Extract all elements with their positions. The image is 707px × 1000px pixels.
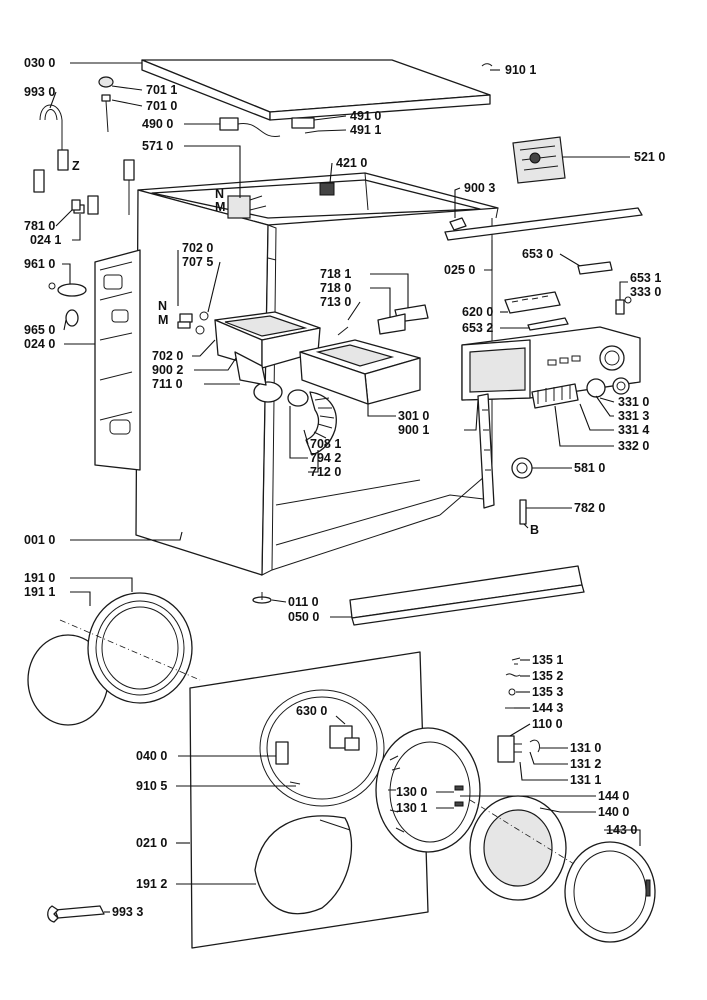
label-332-0: 332 0 (618, 439, 649, 453)
label-001-0: 001 0 (24, 533, 55, 547)
top-panel (141, 59, 491, 121)
label-702-0-upper: 702 0 (182, 241, 213, 255)
label-521-0: 521 0 (634, 150, 665, 164)
label-702-0-lower: 702 0 (152, 349, 183, 363)
small-components (33, 63, 632, 336)
label-191-2: 191 2 (136, 877, 167, 891)
leader-lines (49, 62, 641, 913)
label-993-3: 993 3 (112, 905, 143, 919)
door-outer (564, 841, 656, 943)
label-711-0: 711 0 (152, 377, 183, 391)
dispenser-drawer (299, 339, 421, 405)
label-m-top: M (215, 200, 225, 214)
label-794-2: 794 2 (310, 451, 341, 465)
label-n-top: N (215, 187, 224, 201)
foot (252, 592, 272, 604)
label-144-3: 144 3 (532, 701, 563, 715)
label-110-0: 110 0 (532, 717, 563, 731)
label-491-1: 491 1 (350, 123, 381, 137)
label-965-0: 965 0 (24, 323, 55, 337)
label-781-0: 781 0 (24, 219, 55, 233)
label-708-1: 708 1 (310, 437, 341, 451)
label-900-2: 900 2 (152, 363, 183, 377)
indicator-pin (519, 499, 527, 525)
label-910-5: 910 5 (136, 779, 167, 793)
back-panel (94, 249, 141, 471)
label-024-1: 024 1 (30, 233, 61, 247)
label-131-2: 131 2 (570, 757, 601, 771)
label-024-0: 024 0 (24, 337, 55, 351)
label-900-1: 900 1 (398, 423, 429, 437)
console-strip (527, 317, 569, 331)
drain-hose-bellows (287, 389, 337, 456)
control-board (504, 291, 561, 314)
label-712-0: 712 0 (310, 465, 341, 479)
door-hinge (454, 657, 541, 807)
label-331-0: 331 0 (618, 395, 649, 409)
label-143-0: 143 0 (606, 823, 637, 837)
label-301-0: 301 0 (398, 409, 429, 423)
label-701-1: 701 1 (146, 83, 177, 97)
label-030-0: 030 0 (24, 56, 55, 70)
toe-panel (349, 565, 585, 626)
label-653-1: 653 1 (630, 271, 661, 285)
label-021-0: 021 0 (136, 836, 167, 850)
label-653-2: 653 2 (462, 321, 493, 335)
door-gasket (27, 592, 201, 726)
label-135-1: 135 1 (532, 653, 563, 667)
label-131-0: 131 0 (570, 741, 601, 755)
label-191-0: 191 0 (24, 571, 55, 585)
vertical-strip (477, 393, 495, 509)
push-buttons (531, 377, 630, 409)
label-718-1: 718 1 (320, 267, 351, 281)
label-653-0: 653 0 (522, 247, 553, 261)
label-620-0: 620 0 (462, 305, 493, 319)
label-191-1: 191 1 (24, 585, 55, 599)
label-040-0: 040 0 (136, 749, 167, 763)
label-718-0: 718 0 (320, 281, 351, 295)
spanner-tool (47, 905, 105, 923)
label-490-0: 490 0 (142, 117, 173, 131)
label-b: B (530, 523, 539, 537)
label-z: Z (72, 159, 80, 173)
label-961-0: 961 0 (24, 257, 55, 271)
front-panel (189, 651, 429, 949)
label-135-3: 135 3 (532, 685, 563, 699)
control-module (512, 136, 566, 184)
label-333-0: 333 0 (630, 285, 661, 299)
part-labels: 030 0 910 1 993 0 701 1 701 0 490 0 491 … (24, 56, 665, 919)
label-130-0: 130 0 (396, 785, 427, 799)
upper-crossbar (444, 207, 643, 241)
label-025-0: 025 0 (444, 263, 475, 277)
label-135-2: 135 2 (532, 669, 563, 683)
label-581-0: 581 0 (574, 461, 605, 475)
label-713-0: 713 0 (320, 295, 351, 309)
label-131-1: 131 1 (570, 773, 601, 787)
label-m-mid: M (158, 313, 168, 327)
label-130-1: 130 1 (396, 801, 427, 815)
label-491-0: 491 0 (350, 109, 381, 123)
label-140-0: 140 0 (598, 805, 629, 819)
label-050-0: 050 0 (288, 610, 319, 624)
label-630-0: 630 0 (296, 704, 327, 718)
door-frame-ring (375, 727, 481, 853)
door-gasket-lower (254, 815, 353, 915)
label-707-5: 707 5 (182, 255, 213, 269)
label-993-0: 993 0 (24, 85, 55, 99)
door-glass (469, 795, 601, 901)
timer-knob (511, 457, 533, 479)
label-701-0: 701 0 (146, 99, 177, 113)
label-011-0: 011 0 (288, 595, 319, 609)
label-331-4: 331 4 (618, 423, 649, 437)
label-144-0: 144 0 (598, 789, 629, 803)
label-900-3: 900 3 (464, 181, 495, 195)
label-571-0: 571 0 (142, 139, 173, 153)
label-331-3: 331 3 (618, 409, 649, 423)
label-n-mid: N (158, 299, 167, 313)
label-910-1: 910 1 (505, 63, 536, 77)
label-421-0: 421 0 (336, 156, 367, 170)
label-782-0: 782 0 (574, 501, 605, 515)
dispenser-housing (214, 311, 321, 403)
